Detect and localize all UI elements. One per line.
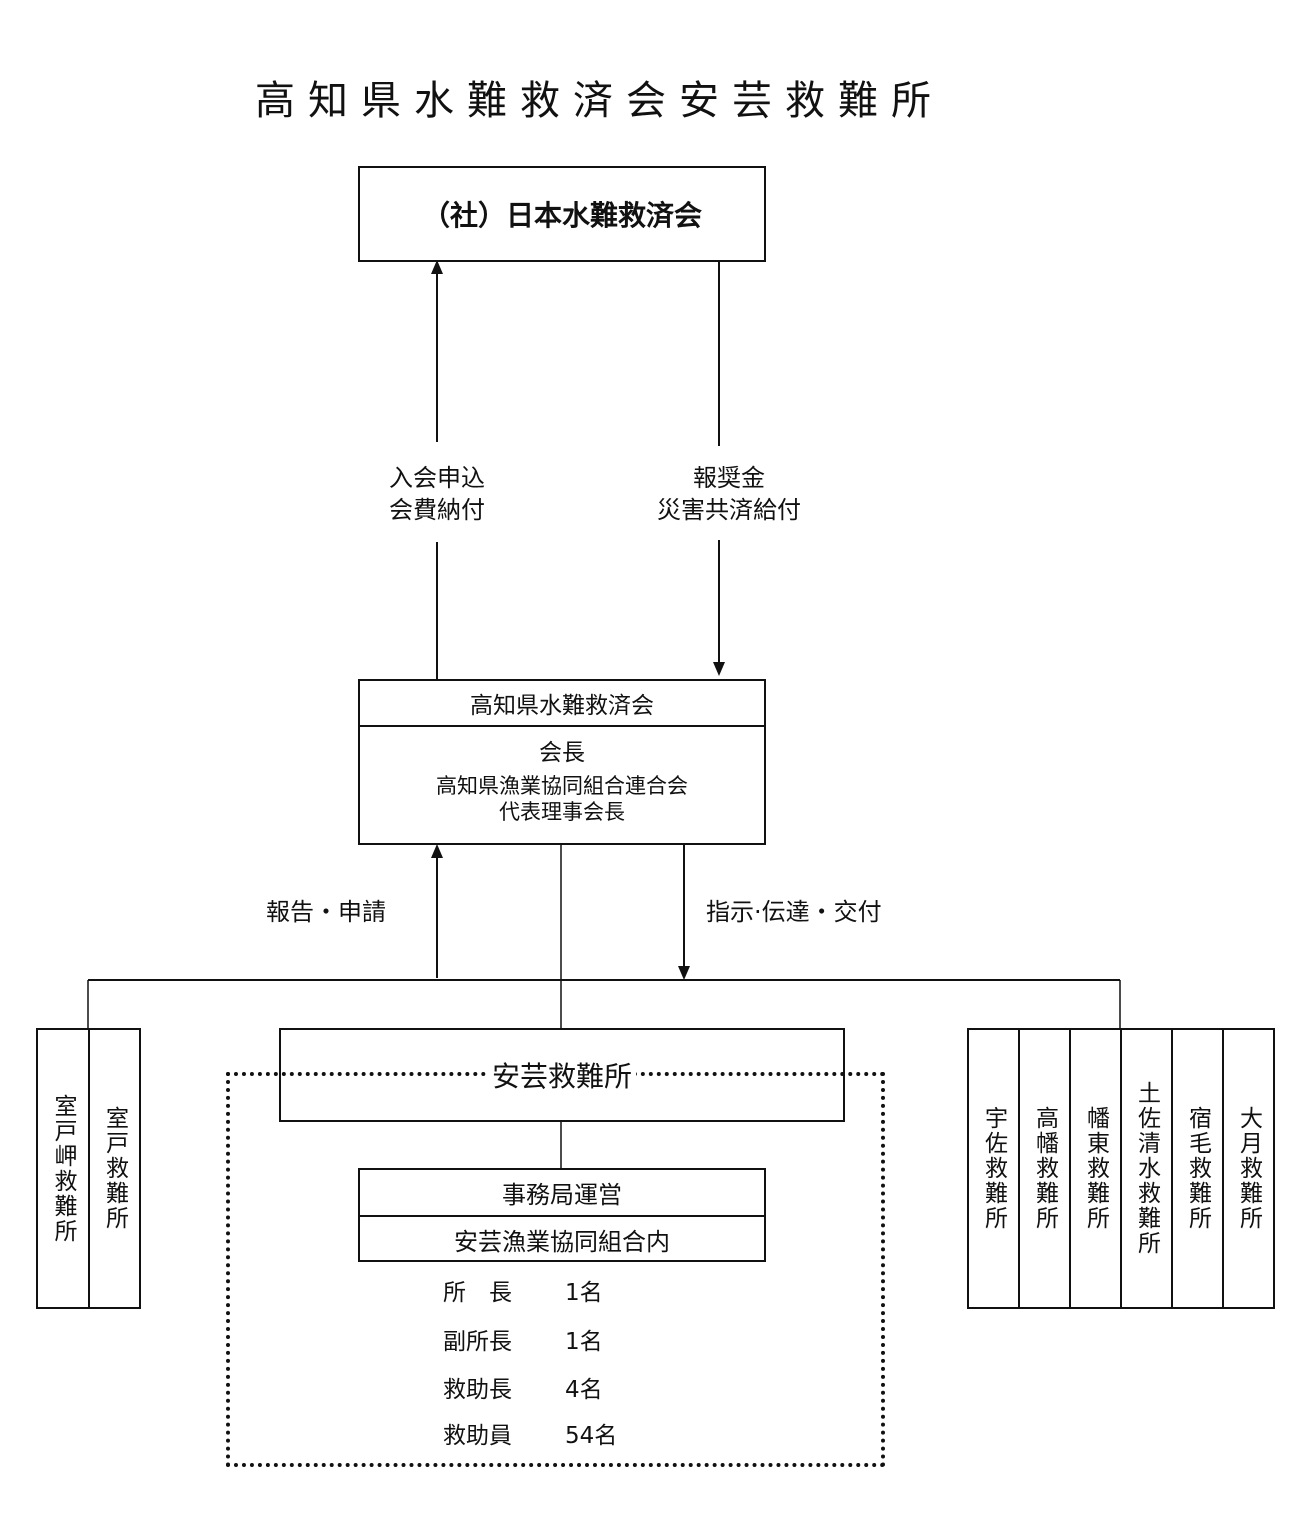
aki-station-boundary [226,1072,885,1467]
office-box: 事務局運営 安芸漁業協同組合内 [358,1168,766,1262]
prefectural-org-holder-line2: 代表理事会長 [499,800,625,824]
staff-row: 副所長 1名 [443,1322,603,1356]
prefectural-org-role: 会長 [539,740,585,766]
station-label: 室戸岬救難所 [50,1093,76,1244]
reward-flow-line2: 災害共済給付 [657,496,801,524]
staff-role: 副所長 [443,1329,512,1355]
staff-row: 所 長 1名 [443,1273,603,1307]
prefectural-org-holder: 高知県漁業協同組合連合会 代表理事会長 [360,773,764,825]
staff-row: 救助長 4名 [443,1370,603,1404]
reward-flow-line1: 報奨金 [693,464,765,492]
station-label: 宇佐救難所 [980,1106,1007,1231]
station-label: 宿毛救難所 [1184,1106,1211,1231]
station-muroto: 室戸救難所 [88,1028,141,1309]
station-sukumo: 宿毛救難所 [1171,1028,1224,1309]
staff-count: 1名 [565,1329,603,1355]
station-kohata: 高幡救難所 [1018,1028,1071,1309]
aki-station-name: 安芸救難所 [487,1055,636,1095]
station-label: 室戸救難所 [101,1106,128,1231]
prefectural-org-name: 高知県水難救済会 [360,681,764,727]
office-label: 事務局運営 [360,1170,764,1217]
arrowhead-down-instruction [678,966,690,980]
membership-flow-line2: 会費納付 [389,496,485,524]
membership-flow-line1: 入会申込 [389,464,485,492]
report-flow-label: 報告・申請 [266,898,386,926]
staff-count: 1名 [565,1280,603,1306]
office-location: 安芸漁業協同組合内 [454,1228,670,1256]
staff-role: 所 長 [443,1280,512,1306]
staff-row: 救助員 54名 [443,1416,617,1450]
station-hato: 幡東救難所 [1069,1028,1122,1309]
arrowhead-down-reward [713,662,725,676]
station-otsuki: 大月救難所 [1222,1028,1275,1309]
aki-station-box: 安芸救難所 [279,1028,845,1122]
arrowhead-up-membership [431,260,443,274]
membership-flow-label: 入会申込 会費納付 [362,462,512,526]
station-label: 高幡救難所 [1031,1106,1058,1231]
staff-count: 54名 [565,1423,618,1449]
station-muroto-misaki: 室戸岬救難所 [36,1028,90,1309]
station-tosashimizu: 土佐清水救難所 [1120,1028,1173,1309]
staff-role: 救助員 [443,1423,512,1449]
station-label: 大月救難所 [1235,1106,1262,1231]
staff-role: 救助長 [443,1377,512,1403]
staff-count: 4名 [565,1377,603,1403]
national-org-name: （社）日本水難救済会 [421,199,702,232]
reward-flow-label: 報奨金 災害共済給付 [634,462,824,526]
arrowhead-up-report [431,844,443,858]
national-org-box: （社）日本水難救済会 [358,166,766,262]
station-label: 土佐清水救難所 [1133,1081,1160,1256]
prefectural-org-box: 高知県水難救済会 会長 高知県漁業協同組合連合会 代表理事会長 [358,679,766,845]
instruction-flow-label: 指示·伝達・交付 [706,898,882,926]
station-label: 幡東救難所 [1082,1106,1109,1231]
station-usa: 宇佐救難所 [967,1028,1020,1309]
page-title: 高知県水難救済会安芸救難所 [255,78,944,124]
prefectural-org-holder-line1: 高知県漁業協同組合連合会 [436,774,688,798]
